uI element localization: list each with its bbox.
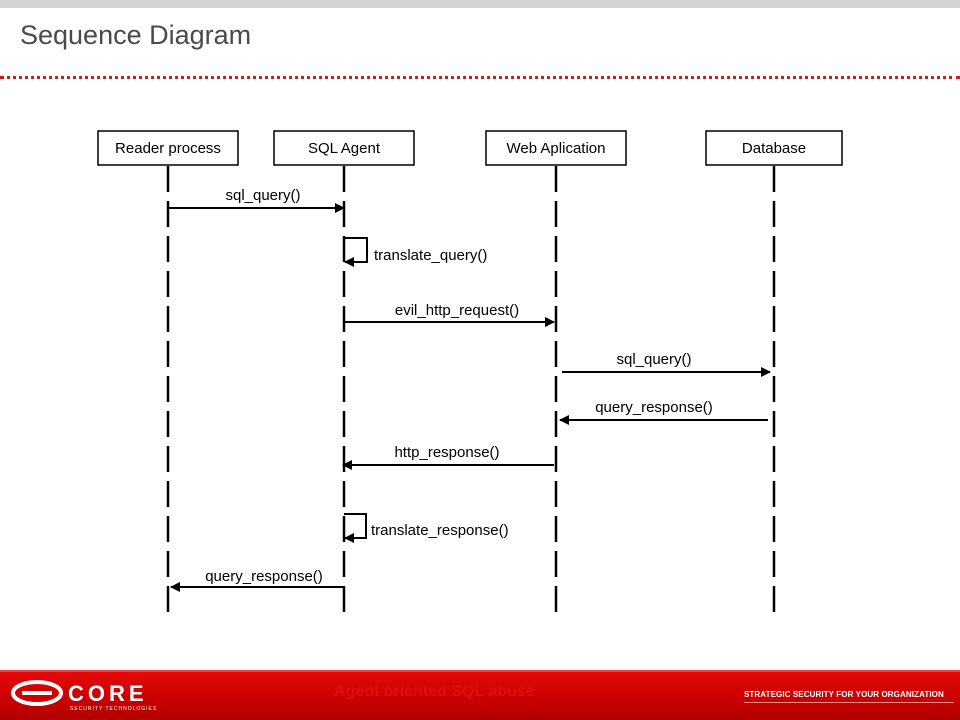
participant-label: Web Aplication: [507, 140, 606, 157]
message-label: query_response(): [595, 399, 713, 416]
message-translate-query: translate_query(): [344, 237, 487, 267]
top-bar: [0, 0, 960, 8]
sequence-diagram: Reader process SQL Agent Web Aplication …: [97, 130, 843, 612]
logo-word: CORE: [68, 681, 148, 706]
logo-emblem-icon: [11, 680, 63, 706]
participant-database: Database: [705, 130, 843, 612]
message-label: query_response(): [205, 568, 323, 585]
core-logo: CORE SECURITY TECHNOLOGIES: [11, 680, 157, 712]
message-evil-http-request: evil_http_request(): [345, 302, 555, 327]
tagline: STRATEGIC SECURITY FOR YOUR ORGANIZATION: [744, 690, 944, 699]
message-label: evil_http_request(): [395, 302, 519, 319]
participant-web-application: Web Aplication: [485, 130, 627, 612]
participant-label: SQL Agent: [308, 140, 381, 157]
message-query-response-to-reader: query_response(): [170, 568, 343, 592]
message-sql-query-to-agent: sql_query(): [169, 187, 345, 213]
footer-caption: Agent oriented SQL abuse: [334, 683, 535, 700]
message-sql-query-to-database: sql_query(): [562, 351, 771, 377]
message-label: http_response(): [394, 444, 499, 461]
participant-label: Database: [742, 140, 806, 157]
participant-label: Reader process: [115, 140, 221, 157]
message-label: sql_query(): [616, 351, 691, 368]
slide-title: Sequence Diagram: [20, 20, 252, 50]
participant-reader-process: Reader process: [97, 130, 239, 612]
message-label: translate_response(): [371, 522, 509, 539]
tagline-underline: [744, 702, 954, 703]
logo-subtitle: SECURITY TECHNOLOGIES: [70, 706, 157, 712]
message-translate-response: translate_response(): [344, 513, 509, 543]
footer-bar: [0, 670, 960, 720]
message-query-response-from-database: query_response(): [559, 399, 768, 425]
message-label: translate_query(): [374, 247, 487, 264]
message-http-response: http_response(): [342, 444, 554, 470]
footer-highlight: [0, 670, 960, 672]
title-divider: [0, 76, 960, 79]
participant-sql-agent: SQL Agent: [273, 130, 415, 612]
message-label: sql_query(): [225, 187, 300, 204]
